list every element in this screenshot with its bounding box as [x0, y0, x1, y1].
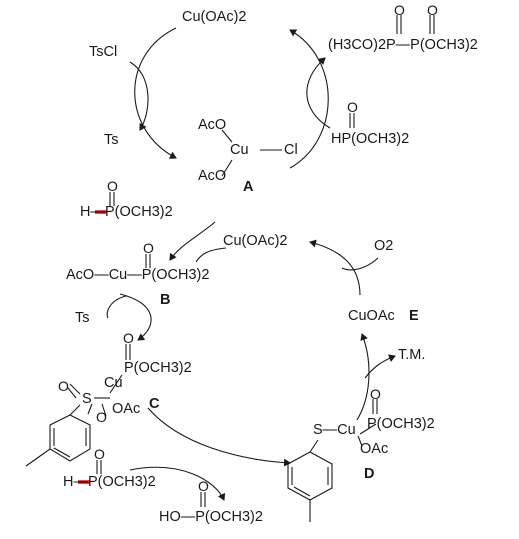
target-molecule-label: T.M.	[398, 347, 426, 363]
intermediate-e-formula: CuOAc	[348, 308, 395, 324]
intermediate-d-sulfur-cu: S—Cu	[313, 422, 356, 438]
oxygen-label: O	[370, 386, 381, 402]
arrow-to-B	[169, 221, 216, 261]
oxygen-label: O	[347, 99, 358, 115]
diphosphonate-label: (H3CO)2P—P(OCH3)2	[328, 37, 478, 53]
ts-radical-label-b: Ts	[75, 310, 90, 326]
oxygen-label: O	[394, 2, 405, 18]
intermediate-c-metal: Cu	[104, 375, 123, 391]
oxygen-label: O	[198, 478, 209, 494]
intermediate-b-label: B	[160, 292, 171, 308]
oxygen-label: O	[427, 2, 438, 18]
arrow-o2-in	[341, 257, 379, 271]
oxygen-label: O	[123, 330, 134, 346]
arrow-E-to-catalyst	[309, 239, 361, 296]
arrow-hp-to-product	[306, 57, 331, 129]
arrow-tscl-to-ts	[129, 61, 149, 131]
intermediate-a-label: A	[243, 179, 254, 195]
intermediate-c-phosphorus: P(OCH3)2	[124, 360, 192, 376]
intermediate-c-sulfur: S	[82, 391, 92, 407]
oxygen-in-label: O2	[374, 238, 394, 254]
tscl-label: TsCl	[89, 44, 118, 60]
intermediate-d-phosphorus: P(OCH3)2	[367, 416, 435, 432]
oxygen-label: O	[107, 178, 118, 194]
byproduct-label: HO—P(OCH3)2	[159, 509, 263, 525]
intermediate-c-label: C	[149, 396, 160, 412]
arrow-cycle-top-right	[289, 29, 329, 169]
oxygen-label: O	[94, 446, 105, 462]
intermediate-a-acetate-lower: AcO	[198, 168, 227, 184]
ts-radical-label: Ts	[104, 132, 119, 148]
intermediate-a-metal: Cu	[230, 142, 249, 158]
catalyst-in-label: Cu(OAc)2	[223, 233, 288, 249]
intermediate-b-formula: AcO—Cu—P(OCH3)2	[66, 267, 210, 283]
intermediate-d-acetate: OAc	[360, 441, 389, 457]
intermediate-a-acetate-upper: AcO	[198, 117, 227, 133]
substrate-label: H—P(OCH3)2	[80, 204, 173, 220]
arrow-cu-in	[195, 247, 227, 263]
intermediate-e-label: E	[409, 308, 419, 324]
arrow-B-to-C	[119, 293, 152, 341]
catalyst-label: Cu(OAc)2	[182, 9, 247, 25]
arrow-ts-branch	[106, 295, 127, 319]
arrow-C-to-D	[147, 407, 291, 467]
intermediate-a-chloride: Cl	[284, 142, 298, 158]
arrow-tm	[364, 354, 396, 379]
arrow-hp-to-byproduct	[129, 466, 226, 501]
arrow-cycle-top-left	[134, 27, 177, 159]
arrow-D-to-E	[356, 333, 370, 421]
phosphite-label: HP(OCH3)2	[331, 131, 410, 147]
intermediate-d-label: D	[364, 466, 375, 482]
hp-reagent-label: H—P(OCH3)2	[63, 474, 156, 490]
oxygen-label: O	[143, 240, 154, 256]
oxygen-label: O	[58, 378, 69, 394]
oxygen-label: O	[96, 409, 107, 425]
intermediate-c-acetate: OAc	[112, 401, 141, 417]
